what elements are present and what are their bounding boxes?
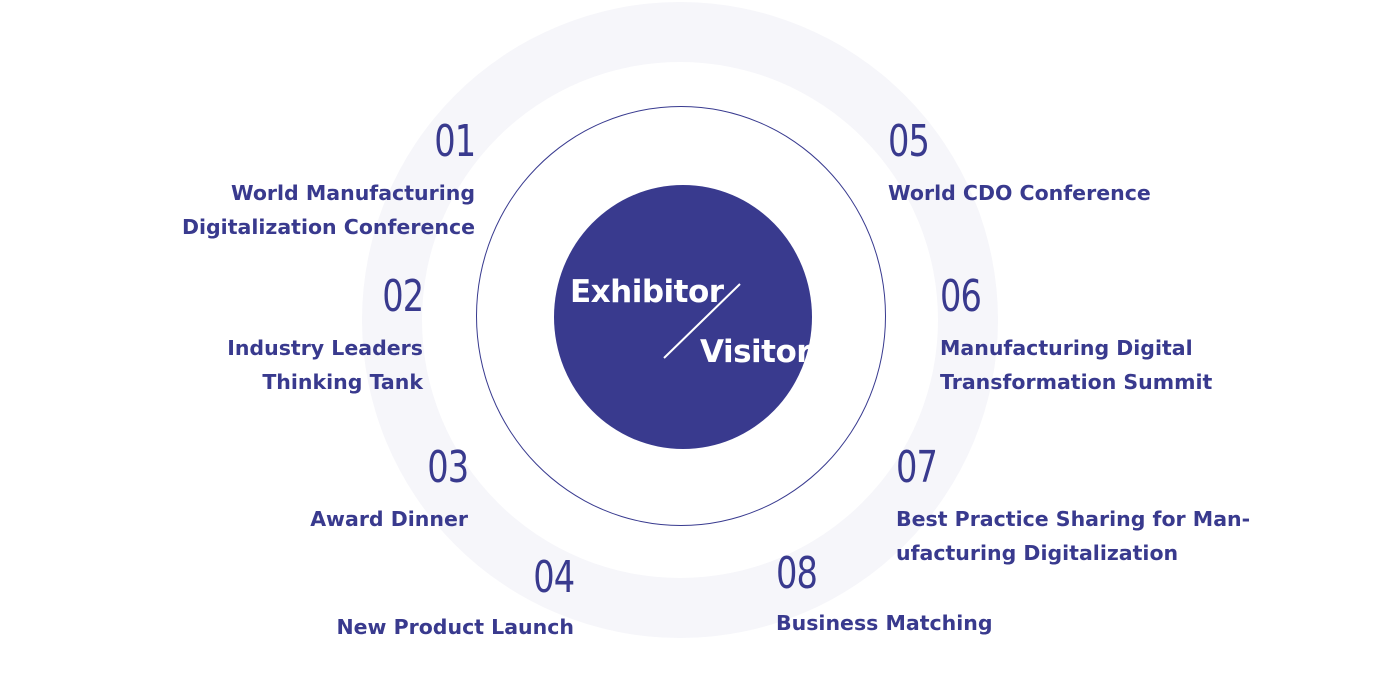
item-label: Business Matching [776,611,993,635]
item-05: 05 World CDO Conference [888,120,1151,210]
item-02: 02 Industry Leaders Thinking Tank [227,271,424,399]
item-label: Manufacturing Digital Transformation Sum… [940,336,1213,394]
item-number: 01 [433,116,476,167]
item-04: 04 New Product Launch [336,556,574,644]
item-label: World Manufacturing Digitalization Confe… [181,181,475,239]
center-circle [554,185,812,449]
item-label: Industry Leaders Thinking Tank [227,336,423,394]
item-number: 03 [426,442,469,493]
item-label: Best Practice Sharing for Man- ufacturin… [896,507,1251,565]
item-number: 04 [532,552,575,603]
item-number: 06 [940,271,982,322]
item-07: 07 Best Practice Sharing for Man- ufactu… [896,446,1250,570]
item-number: 08 [776,548,818,599]
item-label: Award Dinner [310,507,468,531]
item-number: 02 [381,271,424,322]
item-number: 05 [888,116,930,167]
item-label: World CDO Conference [888,181,1151,205]
item-08: 08 Business Matching [776,552,993,640]
item-label: New Product Launch [336,615,574,639]
item-number: 07 [896,442,938,493]
center-top-text: Exhibitor [570,274,724,310]
center-bottom-text: Visitor [700,334,812,370]
item-01: 01 World Manufacturing Digitalization Co… [181,116,476,244]
item-06: 06 Manufacturing Digital Transformation … [940,275,1212,399]
outline-ring [476,106,886,526]
item-03: 03 Award Dinner [310,442,469,536]
